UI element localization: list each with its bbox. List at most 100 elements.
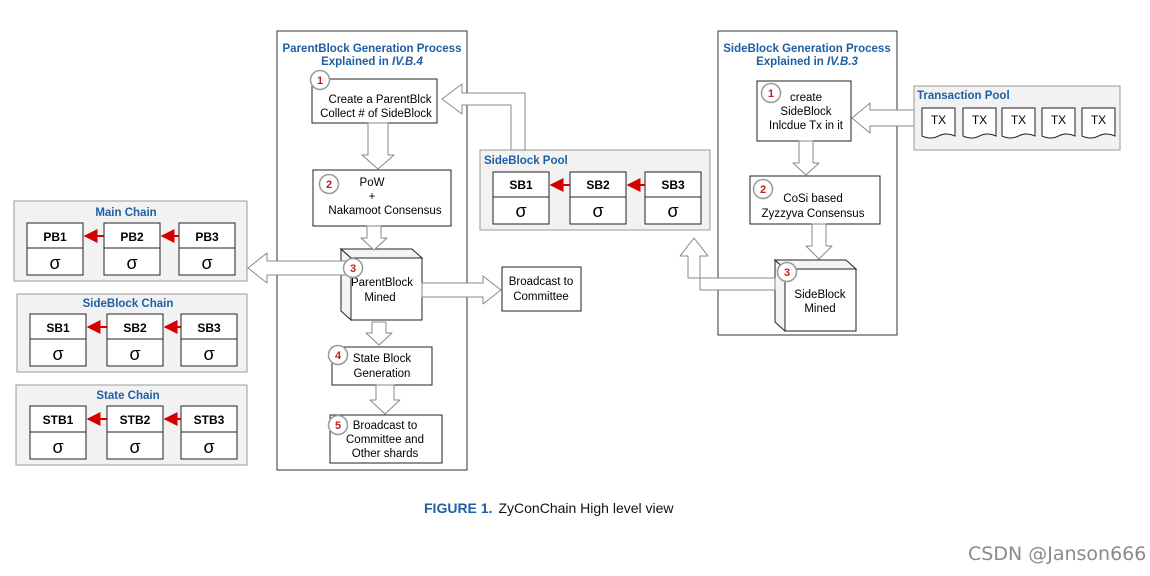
svg-text:σ: σ [203,344,214,364]
sideblock-chain-block: SB3 σ [180,313,238,367]
svg-text:SideBlock: SideBlock [780,106,831,118]
sideblock-pool-panel: SideBlock Pool SB1 σ SB2 σ SB3 σ [479,149,711,231]
svg-text:Committee and: Committee and [346,434,424,446]
svg-text:SB1: SB1 [509,178,533,192]
figure-caption-text: ZyConChain High level view [498,500,674,516]
main-chain-panel: Main Chain PB1 σ PB2 σ PB3 σ [13,200,248,282]
flow-arrow-elbow [441,83,526,151]
svg-text:STB1: STB1 [43,413,74,427]
svg-text:2: 2 [760,184,766,196]
side-panel-title: SideBlock Generation Process [723,43,890,55]
step-number-badge: 2 [752,178,774,200]
svg-text:4: 4 [335,350,342,362]
state-chain-title: State Chain [96,390,159,402]
svg-text:Mined: Mined [804,303,835,315]
flow-arrow-elbow [679,237,776,291]
svg-text:SB1: SB1 [46,321,70,335]
parent-step-2: PoW + Nakamoot Consensus [312,169,452,227]
flow-arrow-down [792,140,820,176]
svg-text:Generation: Generation [354,368,411,380]
main-chain-block: PB1 σ [26,222,84,276]
svg-text:σ: σ [592,201,603,221]
svg-text:σ: σ [201,253,212,273]
svg-text:σ: σ [667,201,678,221]
svg-text:CoSi based: CoSi based [783,193,842,205]
tx-document-icon: TX [921,107,956,139]
svg-text:create: create [790,92,822,104]
tx-document-icon: TX [1041,107,1076,139]
sideblock-pool-title: SideBlock Pool [484,155,568,167]
svg-text:SideBlock: SideBlock [794,289,845,301]
svg-text:ParentBlock: ParentBlock [351,277,413,289]
svg-text:Committee: Committee [513,291,569,303]
parent-step-4: State Block Generation [331,346,433,386]
sideblock-pool-block: SB3 σ [644,171,702,225]
sideblock-chain-title: SideBlock Chain [83,298,174,310]
parent-step-3-cube: ParentBlock Mined [339,247,424,322]
svg-text:PoW: PoW [360,177,385,189]
main-chain-title: Main Chain [95,207,156,219]
svg-text:+: + [369,191,376,203]
step-number-badge: 3 [776,261,798,283]
parent-step-5: Broadcast to Committee and Other shards [329,414,443,464]
svg-text:5: 5 [335,420,341,432]
svg-text:STB2: STB2 [120,413,151,427]
svg-text:σ: σ [126,253,137,273]
svg-text:TX: TX [1011,113,1026,127]
step-number-badge: 3 [342,257,364,279]
svg-text:σ: σ [52,437,63,457]
sideblock-chain-panel: SideBlock Chain SB1 σ SB2 σ SB3 σ [16,293,248,373]
svg-text:Other shards: Other shards [352,448,419,460]
tx-document-icon: TX [1081,107,1116,139]
svg-text:σ: σ [129,437,140,457]
side-panel-subtitle: Explained in IV.B.3 [756,56,858,68]
state-chain-block: STB1 σ [29,405,87,460]
svg-text:SB2: SB2 [586,178,610,192]
step-number-badge: 5 [327,414,349,436]
side-step-1: create SideBlock Inlcdue Tx in it [756,80,852,142]
flow-arrow-down [361,122,395,170]
sideblock-pool-block: SB2 σ [569,171,627,225]
svg-text:TX: TX [931,113,946,127]
svg-text:Inlcdue Tx in it: Inlcdue Tx in it [769,120,844,132]
sideblock-chain-block: SB2 σ [106,313,164,367]
svg-text:Nakamoot Consensus: Nakamoot Consensus [328,205,441,217]
svg-text:σ: σ [52,344,63,364]
main-chain-block: PB2 σ [103,222,161,276]
svg-text:TX: TX [1091,113,1106,127]
svg-text:SB2: SB2 [123,321,147,335]
step-number-badge: 1 [760,82,782,104]
svg-text:TX: TX [972,113,987,127]
step-number-badge: 1 [309,69,331,91]
svg-text:σ: σ [49,253,60,273]
svg-text:σ: σ [515,201,526,221]
svg-text:1: 1 [317,75,323,87]
svg-text:Broadcast to: Broadcast to [509,276,574,288]
svg-text:PB1: PB1 [43,230,67,244]
svg-text:σ: σ [129,344,140,364]
svg-text:Broadcast to: Broadcast to [353,420,418,432]
svg-text:State Block: State Block [353,353,411,365]
flow-arrow-down [805,223,833,260]
flow-arrow-down [365,321,393,346]
svg-text:SB3: SB3 [197,321,221,335]
flow-arrow-left [851,102,915,134]
figure-number: FIGURE 1. [424,500,493,516]
svg-text:PB3: PB3 [195,230,219,244]
svg-text:3: 3 [350,263,356,275]
broadcast-committee-box: Broadcast to Committee [501,266,582,312]
svg-text:2: 2 [326,179,332,191]
svg-text:STB3: STB3 [194,413,225,427]
flow-arrow-right [421,275,502,305]
state-chain-panel: State Chain STB1 σ STB2 σ STB3 σ [15,384,248,466]
flow-arrow-down [369,384,401,415]
main-chain-block: PB3 σ [178,222,236,276]
transaction-pool-title: Transaction Pool [917,90,1010,102]
side-step-2: CoSi based Zyzzyva Consensus [749,175,881,225]
sideblock-chain-block: SB1 σ [29,313,87,367]
svg-text:PB2: PB2 [120,230,144,244]
parent-step-1: Create a ParentBlck Collect # of SideBlo… [311,78,438,124]
svg-text:Collect # of SideBlock: Collect # of SideBlock [320,108,432,120]
flow-arrow-down [360,225,388,251]
